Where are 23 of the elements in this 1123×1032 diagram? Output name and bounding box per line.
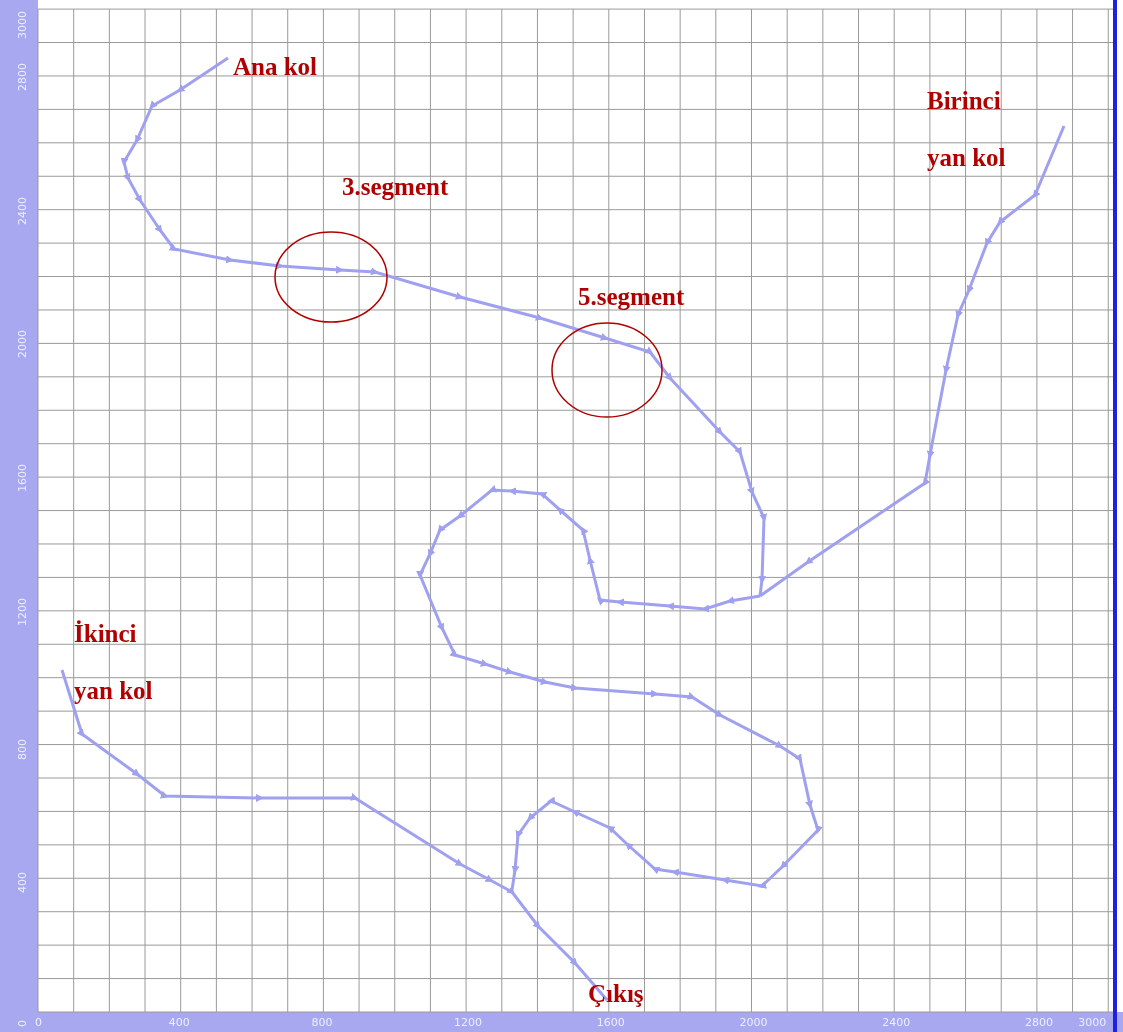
axis-tick-label: 2000 — [739, 1016, 768, 1029]
axis-tick-label: 3000 — [1078, 1016, 1107, 1029]
axis-tick-label: 1600 — [596, 1016, 625, 1029]
branch-label: Ana kol — [233, 52, 318, 82]
axis-tick-label: 1600 — [16, 464, 29, 493]
axis-tick-label: 2000 — [16, 330, 29, 359]
axis-tick-label: 2800 — [1024, 1016, 1053, 1029]
axis-tick-label: 0 — [35, 1016, 42, 1029]
axis-tick-label: 400 — [168, 1016, 190, 1029]
axis-tick-label: 3000 — [16, 11, 29, 40]
segment-label: 3.segment — [342, 172, 449, 202]
branch-label: İkinci yan kol — [74, 619, 154, 706]
axis-tick-label: 2400 — [16, 196, 29, 225]
axis-tick-label: 400 — [16, 872, 29, 894]
axis-tick-label: 1200 — [16, 597, 29, 626]
axis-tick-label: 2800 — [16, 62, 29, 91]
axis-tick-label: 2400 — [882, 1016, 911, 1029]
segment-label: 5.segment — [578, 282, 685, 312]
axis-tick-label: 0 — [16, 1020, 29, 1027]
branch-label: Birinci yan kol — [927, 86, 1007, 173]
axis-tick-label: 1200 — [454, 1016, 483, 1029]
axis-tick-label: 800 — [16, 738, 29, 760]
axis-tick-label: 800 — [311, 1016, 333, 1029]
